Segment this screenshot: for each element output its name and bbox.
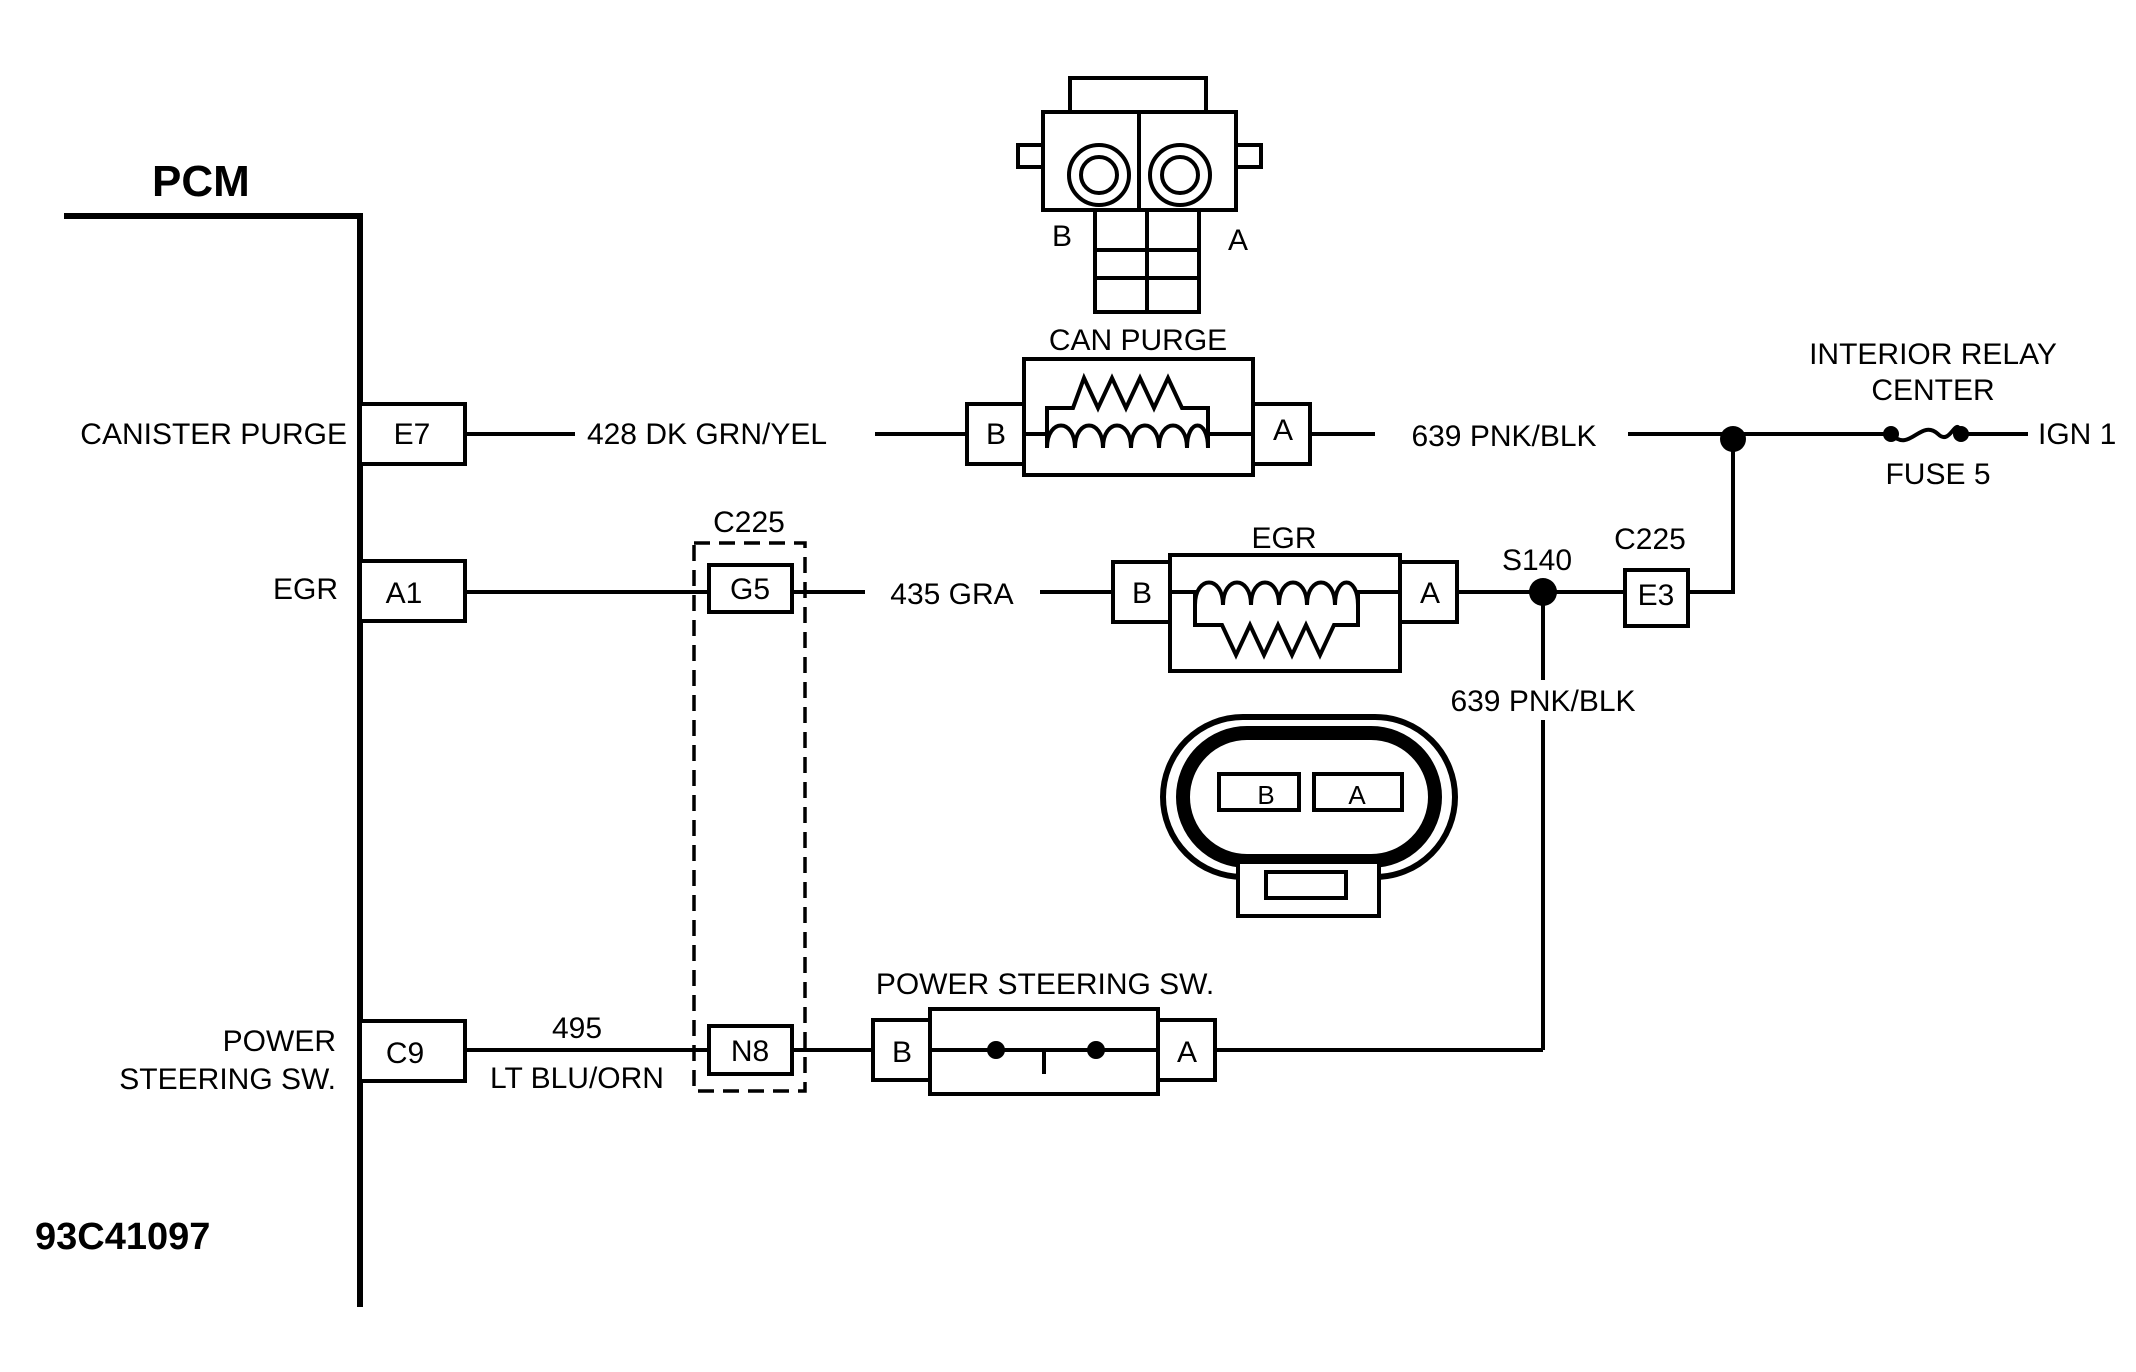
power-steering-switch-label: POWER STEERING SW. [876,968,1214,1001]
c225-right-label: C225 [1614,523,1686,556]
c225-pin-g5 [707,563,794,614]
can-purge-pin-b [965,402,1026,466]
can-purge-connector-latch-right [1234,143,1263,169]
pcm-pin-c9 [358,1019,467,1083]
ps-switch-pin-b-label: B [892,1036,912,1069]
pcm-title: PCM [152,157,250,206]
egr-pin-a-label: A [1420,577,1440,610]
wire-435-label: 435 GRA [890,578,1013,611]
figure-id: 93C41097 [35,1216,210,1258]
fuse-5-symbol [1889,425,1962,443]
pcm-label-egr: EGR [273,573,338,606]
can-purge-connector-pin-a: A [1228,224,1248,257]
can-purge-connector-pin-b: B [1052,220,1072,253]
can-purge-connector-latch-left [1016,143,1045,169]
pcm-pin-a1-label: A1 [386,577,423,610]
ign1-label: IGN 1 [2038,418,2116,451]
pcm-pin-e7 [358,402,467,466]
pcm-label-power-line1: POWER [223,1025,336,1058]
egr-label: EGR [1251,522,1316,555]
fuse-5-label: FUSE 5 [1885,458,1990,491]
egr-circuit: 435 GRA B EGR A S140 C225 E3 639 PNK/BLK [465,439,1735,1050]
wire-639-vertical-label: 639 PNK/BLK [1450,685,1635,718]
pcm-pin-a1 [358,559,467,623]
egr-coil-symbol [1170,580,1400,606]
c225-pin-g5-label: G5 [730,573,770,606]
egr-solenoid [1168,553,1402,673]
can-purge-resistor-symbol [1024,372,1253,436]
c225-left-outline [692,541,807,1093]
relay-center-label-line1: INTERIOR RELAY [1809,338,2057,371]
wire-e3-to-junction [1688,439,1735,594]
pcm-label-power-line2: STEERING SW. [119,1063,336,1096]
can-purge-terminal-a-outer [1148,143,1212,207]
can-purge-terminal-a-inner [1160,155,1200,195]
can-purge-label: CAN PURGE [1049,324,1227,357]
c225-pin-n8-label: N8 [731,1035,769,1068]
wire-639-vertical-label-bg [1436,680,1650,720]
wire-428-label: 428 DK GRN/YEL [587,418,827,451]
pcm-label-canister-purge: CANISTER PURGE [80,418,347,451]
c225-left-label: C225 [713,506,785,539]
wire-639-top-label: 639 PNK/BLK [1411,420,1596,453]
egr-connector-pin-a: A [1348,780,1366,810]
power-steering-circuit: 495 LT BLU/ORN POWER STEERING SW. B A [465,968,1543,1096]
pcm-pin-c9-label: C9 [386,1037,424,1070]
pcm-module: PCM CANISTER PURGE E7 EGR A1 POWER STEER… [64,157,467,1307]
egr-resistor-symbol [1193,605,1360,660]
wire-495-color: LT BLU/ORN [490,1062,664,1095]
can-purge-pin-b-label: B [986,418,1006,451]
egr-connector-cavity-b [1217,772,1301,812]
pcm-pin-e7-label: E7 [394,418,431,451]
can-purge-connector-view: B A [1016,76,1263,314]
ps-switch-pin-a-label: A [1177,1036,1197,1069]
can-purge-solenoid [1022,357,1255,477]
relay-center-label-line2: CENTER [1871,374,1994,407]
splice-s140-label: S140 [1502,544,1572,577]
wire-495-number: 495 [552,1012,602,1045]
egr-pin-b [1111,560,1172,624]
can-purge-pin-a-label: A [1273,414,1293,447]
egr-connector-latch-slot [1264,870,1348,900]
c225-pin-e3-label: E3 [1638,579,1675,612]
c225-pin-e3 [1623,568,1690,628]
can-purge-terminal-b-outer [1067,143,1131,207]
pcm-outline [64,213,363,1307]
canister-purge-circuit: 428 DK GRN/YEL B CAN PURGE A 639 PNK/BLK… [465,324,2116,491]
c225-connector-left: C225 G5 N8 [692,506,807,1093]
egr-pin-b-label: B [1132,577,1152,610]
egr-connector-pin-b: B [1257,780,1274,810]
egr-pin-a [1398,560,1459,624]
egr-connector-cavity-a [1312,772,1404,812]
egr-connector-view: B A [1160,714,1458,918]
can-purge-terminal-b-inner [1079,155,1119,195]
can-purge-coil-symbol [1045,423,1210,449]
